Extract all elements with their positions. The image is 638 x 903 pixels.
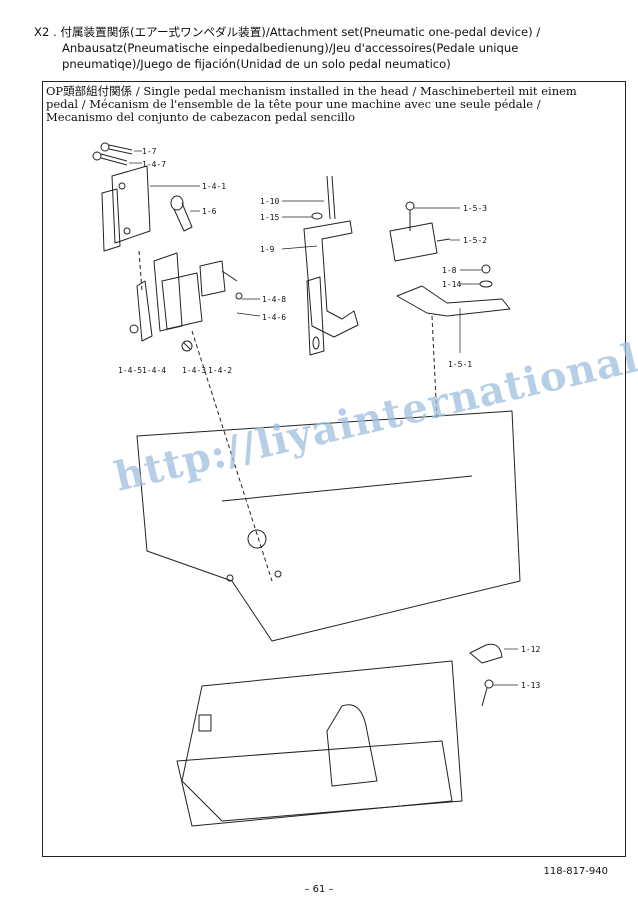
- label-1-5-2: 1-5-2: [463, 236, 487, 245]
- screw-1-4-7: [92, 151, 128, 166]
- clamp-1-12: [469, 643, 503, 664]
- section-caption: OP頭部組付関係 / Single pedal mechanism instal…: [46, 85, 621, 124]
- label-1-9: 1-9: [260, 245, 275, 254]
- screw-1-13: [481, 679, 494, 707]
- nut-1-4-3: [129, 324, 139, 334]
- caption-line-2: pedal / Mécanism de l'ensemble de la têt…: [46, 97, 541, 111]
- document-number: 118-817-940: [543, 866, 608, 877]
- switch-1-5-2: [389, 222, 451, 262]
- page-title: X2 . 付属装置関係(エアー式ワンペダル装置)/Attachment set(…: [34, 24, 624, 72]
- lever-1-4-4: [153, 252, 203, 332]
- label-1-4-1: 1-4-1: [202, 182, 226, 191]
- label-1-4-7: 1-4-7: [142, 160, 166, 169]
- caption-line-1: OP頭部組付関係 / Single pedal mechanism instal…: [46, 84, 577, 98]
- lever-1-4-5: [136, 280, 153, 342]
- label-1-4-8: 1-4-8: [262, 295, 286, 304]
- label-1-15: 1-15: [260, 213, 279, 222]
- title-line-2: Anbausatz(Pneumatische einpedalbedienung…: [62, 41, 519, 55]
- spacer-1-6: [170, 195, 193, 232]
- washer-1-14: [479, 280, 493, 288]
- leader-lines: [129, 150, 518, 686]
- page-number: – 61 –: [304, 884, 334, 895]
- washer-1-15: [311, 212, 323, 220]
- label-1-4-6: 1-4-6: [262, 313, 286, 322]
- label-1-8: 1-8: [442, 266, 457, 275]
- title-line-3: pneumatiqe)/Juego de fijación(Unidad de …: [62, 57, 451, 71]
- screw-1-4-2: [181, 340, 193, 352]
- screw-1-8: [481, 264, 491, 274]
- machine-body: [176, 660, 463, 827]
- caption-line-3: Mecanismo del conjunto de cabezacon peda…: [46, 110, 356, 124]
- switch-1-4-6: [199, 260, 243, 300]
- screw-1-7: [100, 142, 133, 155]
- bracket-1-4-1: [101, 165, 151, 252]
- rod-1-10: [326, 175, 336, 220]
- plate-1-5-1: [396, 285, 511, 317]
- label-1-6: 1-6: [202, 207, 217, 216]
- label-1-4-5: 1-4-5: [118, 366, 142, 375]
- label-1-4-4: 1-4-4: [142, 366, 166, 375]
- label-1-4-2: 1-4-2: [208, 366, 232, 375]
- diagram-frame: [42, 81, 626, 857]
- title-line-1: X2 . 付属装置関係(エアー式ワンペダル装置)/Attachment set(…: [34, 25, 541, 39]
- bracket-1-9: [303, 220, 359, 356]
- label-1-14: 1-14: [442, 280, 461, 289]
- label-1-5-3: 1-5-3: [463, 204, 487, 213]
- exploded-parts-drawing: 1-7 1-4-7 1-4-1 1-6 1-4-8 1-4-6 1-4-5 1-…: [92, 142, 540, 827]
- label-1-7: 1-7: [142, 147, 157, 156]
- label-1-13: 1-13: [521, 681, 540, 690]
- label-1-10: 1-10: [260, 197, 279, 206]
- label-1-4-3: 1-4-3: [182, 366, 206, 375]
- label-1-5-1: 1-5-1: [448, 360, 472, 369]
- part-labels: 1-7 1-4-7 1-4-1 1-6 1-4-8 1-4-6 1-4-5 1-…: [118, 147, 540, 690]
- label-1-12: 1-12: [521, 645, 540, 654]
- assembly-lines: [138, 250, 438, 582]
- head-casting: [136, 410, 521, 642]
